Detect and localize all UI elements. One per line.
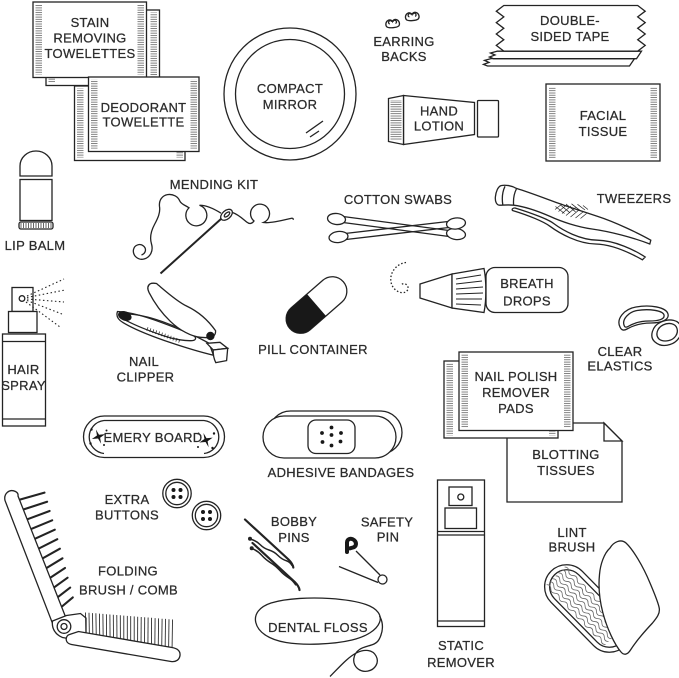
svg-text:ELASTICS: ELASTICS xyxy=(587,359,652,374)
svg-text:LOTION: LOTION xyxy=(414,119,464,134)
svg-text:ADHESIVE BANDAGES: ADHESIVE BANDAGES xyxy=(268,465,415,480)
svg-text:EMERY BOARD: EMERY BOARD xyxy=(104,430,203,445)
svg-text:DEODORANT: DEODORANT xyxy=(101,100,187,115)
svg-text:HAND: HAND xyxy=(420,104,458,119)
svg-text:NAIL: NAIL xyxy=(129,354,159,369)
svg-text:DROPS: DROPS xyxy=(503,294,551,309)
svg-text:TOWELETTES: TOWELETTES xyxy=(45,46,136,61)
svg-text:FOLDING: FOLDING xyxy=(98,564,158,579)
svg-text:REMOVER: REMOVER xyxy=(482,385,550,400)
svg-text:REMOVER: REMOVER xyxy=(427,655,495,670)
svg-text:BLOTTING: BLOTTING xyxy=(532,447,599,462)
svg-text:MENDING KIT: MENDING KIT xyxy=(170,177,259,192)
svg-text:BRUSH / COMB: BRUSH / COMB xyxy=(79,583,178,598)
svg-text:CLIPPER: CLIPPER xyxy=(117,370,175,385)
svg-text:TISSUE: TISSUE xyxy=(579,124,628,139)
svg-text:HAIR: HAIR xyxy=(7,362,39,377)
svg-text:BRUSH: BRUSH xyxy=(548,540,595,555)
svg-text:DENTAL FLOSS: DENTAL FLOSS xyxy=(268,620,368,635)
svg-text:PINS: PINS xyxy=(278,530,310,545)
svg-text:BACKS: BACKS xyxy=(381,49,427,64)
svg-text:BREATH: BREATH xyxy=(500,276,554,291)
svg-text:STATIC: STATIC xyxy=(438,638,484,653)
svg-text:REMOVING: REMOVING xyxy=(53,31,126,46)
svg-text:PIN: PIN xyxy=(377,530,400,545)
svg-text:TISSUES: TISSUES xyxy=(537,463,595,478)
svg-text:BOBBY: BOBBY xyxy=(271,514,317,529)
svg-text:LIP BALM: LIP BALM xyxy=(5,238,66,253)
svg-text:SAFETY: SAFETY xyxy=(361,515,413,530)
svg-text:DOUBLE-: DOUBLE- xyxy=(540,13,600,28)
svg-text:STAIN: STAIN xyxy=(71,15,110,30)
svg-text:SIDED TAPE: SIDED TAPE xyxy=(530,29,609,44)
svg-text:MIRROR: MIRROR xyxy=(263,97,318,112)
svg-text:SPRAY: SPRAY xyxy=(1,378,46,393)
svg-text:NAIL POLISH: NAIL POLISH xyxy=(474,369,557,384)
svg-text:PADS: PADS xyxy=(498,401,534,416)
svg-text:PILL CONTAINER: PILL CONTAINER xyxy=(258,342,368,357)
svg-text:EARRING: EARRING xyxy=(373,34,434,49)
svg-text:BUTTONS: BUTTONS xyxy=(95,508,159,523)
svg-text:TOWELETTE: TOWELETTE xyxy=(103,115,185,130)
svg-text:COMPACT: COMPACT xyxy=(257,81,323,96)
svg-text:CLEAR: CLEAR xyxy=(598,344,643,359)
svg-text:LINT: LINT xyxy=(557,525,586,540)
svg-text:TWEEZERS: TWEEZERS xyxy=(597,191,672,206)
svg-text:COTTON SWABS: COTTON SWABS xyxy=(344,192,452,207)
svg-text:FACIAL: FACIAL xyxy=(580,108,627,123)
svg-text:EXTRA: EXTRA xyxy=(105,492,150,507)
